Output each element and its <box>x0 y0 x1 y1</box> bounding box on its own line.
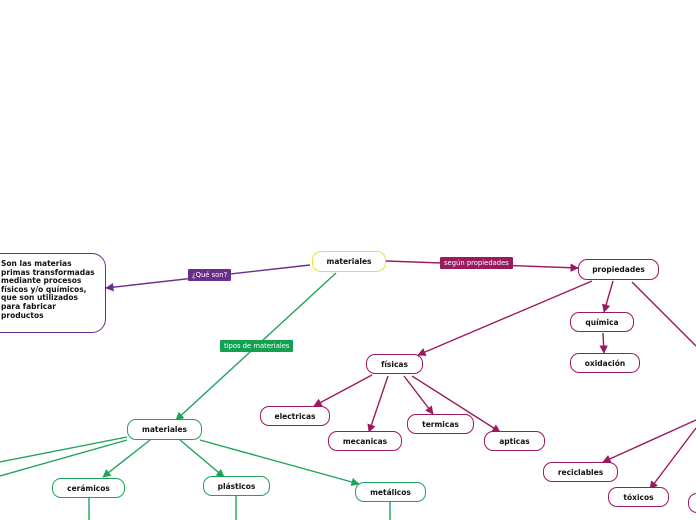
edge-types-ceramics <box>102 439 151 478</box>
plastics-node[interactable]: plásticos <box>203 476 270 496</box>
edge-properties-chemical <box>602 280 614 313</box>
ceramics-label: cerámicos <box>67 483 110 493</box>
physical-label: físicas <box>381 359 408 369</box>
by-properties-label[interactable]: según propiedades <box>440 257 513 269</box>
recyclable-label: reciclables <box>557 467 604 477</box>
materials-types-node[interactable]: materiales <box>127 419 202 440</box>
edge-physical-electric <box>313 374 373 407</box>
edge-physical-thermal <box>403 375 434 415</box>
oxidation-node[interactable]: oxidación <box>570 353 640 373</box>
types-label[interactable]: tipos de materiales <box>220 340 294 352</box>
definition-node[interactable]: Son las materias primas transformadas me… <box>0 253 106 333</box>
edge-physical-optic <box>411 375 501 433</box>
edge-types-left-1 <box>0 436 128 463</box>
toxic-node[interactable]: tóxicos <box>608 487 669 507</box>
thermal-label: termicas <box>422 419 459 429</box>
what-are-label[interactable]: ¿Qué son? <box>188 269 232 281</box>
mechanic-node[interactable]: mecanicas <box>328 431 402 451</box>
edge-properties-right <box>631 281 696 347</box>
chemical-node[interactable]: química <box>570 312 634 332</box>
properties-node[interactable]: propiedades <box>578 259 659 280</box>
optic-node[interactable]: apticas <box>484 431 545 451</box>
materials-types-label: materiales <box>142 425 187 434</box>
root-label: materiales <box>326 257 372 266</box>
physical-node[interactable]: físicas <box>366 354 423 374</box>
properties-label: propiedades <box>592 265 645 274</box>
toxic-label: tóxicos <box>623 492 654 502</box>
ceramics-node[interactable]: cerámicos <box>52 478 125 498</box>
definition-text: Son las materias primas transformadas me… <box>1 259 95 320</box>
edge-types-plastics <box>179 439 225 478</box>
plastics-label: plásticos <box>217 481 256 491</box>
edge-right-recyclable <box>602 419 696 463</box>
mechanic-label: mecanicas <box>342 436 388 446</box>
metals-label: metálicos <box>370 487 411 497</box>
chemical-label: química <box>585 317 619 327</box>
edge-types-metals <box>199 439 360 487</box>
edge-physical-mechanic <box>367 375 389 433</box>
thermal-node[interactable]: termicas <box>407 414 474 434</box>
recyclable-node[interactable]: reciclables <box>543 462 618 482</box>
optic-label: apticas <box>499 436 530 446</box>
oxidation-label: oxidación <box>584 358 626 368</box>
edge-right-toxic <box>649 427 696 490</box>
electric-node[interactable]: electricas <box>260 406 330 426</box>
electric-label: electricas <box>274 411 316 421</box>
root-node[interactable]: materiales <box>312 251 386 272</box>
edge-properties-physical <box>417 280 593 356</box>
edge-types-left-2 <box>0 439 128 477</box>
metals-node[interactable]: metálicos <box>355 482 426 502</box>
edge-chemical-oxidation <box>599 332 608 354</box>
